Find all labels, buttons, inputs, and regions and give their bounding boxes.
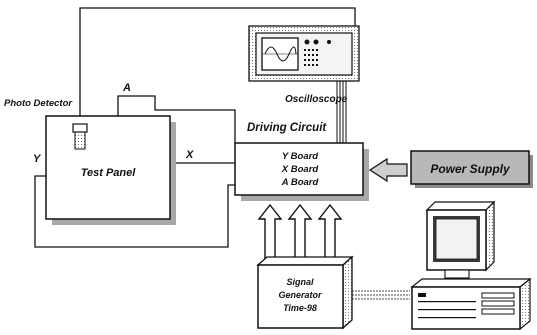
oscilloscope-label: Oscilloscope: [285, 94, 348, 105]
signal-y-label: Y: [33, 153, 42, 165]
signal-generator-line-1: Signal: [286, 277, 314, 287]
signal-a-label: A: [122, 82, 131, 94]
signal-generator-line-3: Time-98: [283, 303, 317, 313]
test-panel-label: Test Panel: [81, 167, 137, 179]
a-board-label: A Board: [281, 177, 319, 188]
generator-up-arrows: [259, 205, 341, 258]
signal-generator-line-2: Generator: [278, 290, 322, 300]
oscilloscope-cable-bundle: [337, 76, 346, 143]
signal-generator-block: Signal Generator Time-98: [258, 257, 352, 328]
driving-circuit-label: Driving Circuit: [247, 122, 327, 134]
signal-x-label: X: [185, 149, 194, 161]
computer-icon: [412, 202, 530, 329]
power-supply-block: Power Supply: [411, 151, 533, 188]
y-board-label: Y Board: [282, 151, 318, 162]
photo-detector: [73, 124, 87, 149]
photo-detector-label: Photo Detector: [4, 98, 73, 109]
computer-cable-bundle: [352, 291, 410, 299]
oscilloscope-icon: [249, 26, 359, 81]
power-supply-arrow: [370, 159, 407, 181]
test-panel-block: Test Panel: [46, 116, 176, 225]
x-board-label: X Board: [281, 164, 319, 175]
driving-circuit-block: Y Board X Board A Board: [235, 143, 369, 201]
power-supply-label: Power Supply: [430, 162, 511, 176]
